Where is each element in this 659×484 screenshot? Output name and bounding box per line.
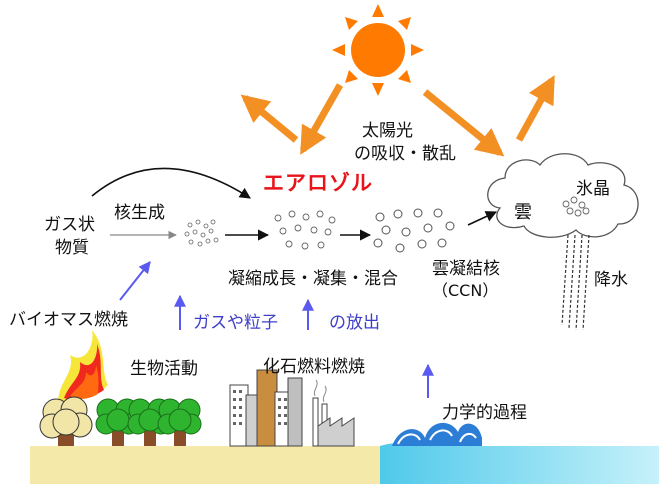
biomass-label: バイオマス燃焼: [9, 310, 128, 330]
precipitation-label: 降水: [594, 270, 628, 290]
sun-icon: [332, 4, 424, 96]
tree-icon: [95, 398, 202, 446]
growth-particles: [274, 210, 336, 250]
scatter-arrows: [240, 75, 556, 157]
cloud-particles: [562, 196, 590, 217]
emission-prefix-label: ガスや粒子: [193, 313, 278, 333]
sunlight-arrow-in-left: [299, 83, 344, 155]
solar-label-line1: 太陽光: [362, 121, 413, 141]
sunlight-arrow-in-right: [422, 89, 505, 157]
solar-label-line2: の吸収・散乱: [354, 144, 456, 164]
emission-suffix-label: の放出: [329, 313, 380, 333]
precipitation-lines: [561, 234, 590, 331]
scatter-arrow-up-right: [515, 75, 556, 142]
growth-label: 凝縮成長・凝集・混合: [228, 269, 398, 289]
gas-label-line2: 物質: [55, 238, 89, 258]
nucleation-particles: [184, 219, 219, 247]
ice-label: 氷晶: [576, 179, 610, 199]
ccn-particles: [373, 208, 455, 253]
wave-icon: [392, 422, 482, 446]
mechanical-label: 力学的過程: [442, 403, 527, 423]
buildings-icon: [229, 369, 303, 447]
fire-icon: [58, 330, 108, 402]
scatter-arrow-up-left: [240, 94, 299, 143]
nucleation-label: 核生成: [114, 203, 165, 223]
aerosol-label: エアロゾル: [263, 171, 373, 195]
emission-arrows: [119, 261, 434, 398]
ccn-to-cloud-arrow: [467, 211, 498, 226]
sea: [380, 443, 659, 484]
biomass-emission-arrow: [119, 261, 151, 301]
direct-emission-arrow: [91, 167, 251, 199]
cloud-label: 雲: [514, 202, 532, 223]
biological-label: 生物活動: [130, 359, 198, 379]
cloud-icon: [487, 153, 639, 238]
fossil-label: 化石燃料燃焼: [263, 357, 365, 377]
burning-tree-icon: [39, 396, 93, 446]
ground: [30, 446, 400, 484]
ccn-label-line1: 雲凝結核: [432, 259, 500, 279]
ccn-label-line2: （CCN）: [432, 281, 499, 300]
factory-icon: [312, 379, 355, 447]
gas-label-line1: ガス状: [44, 215, 95, 235]
